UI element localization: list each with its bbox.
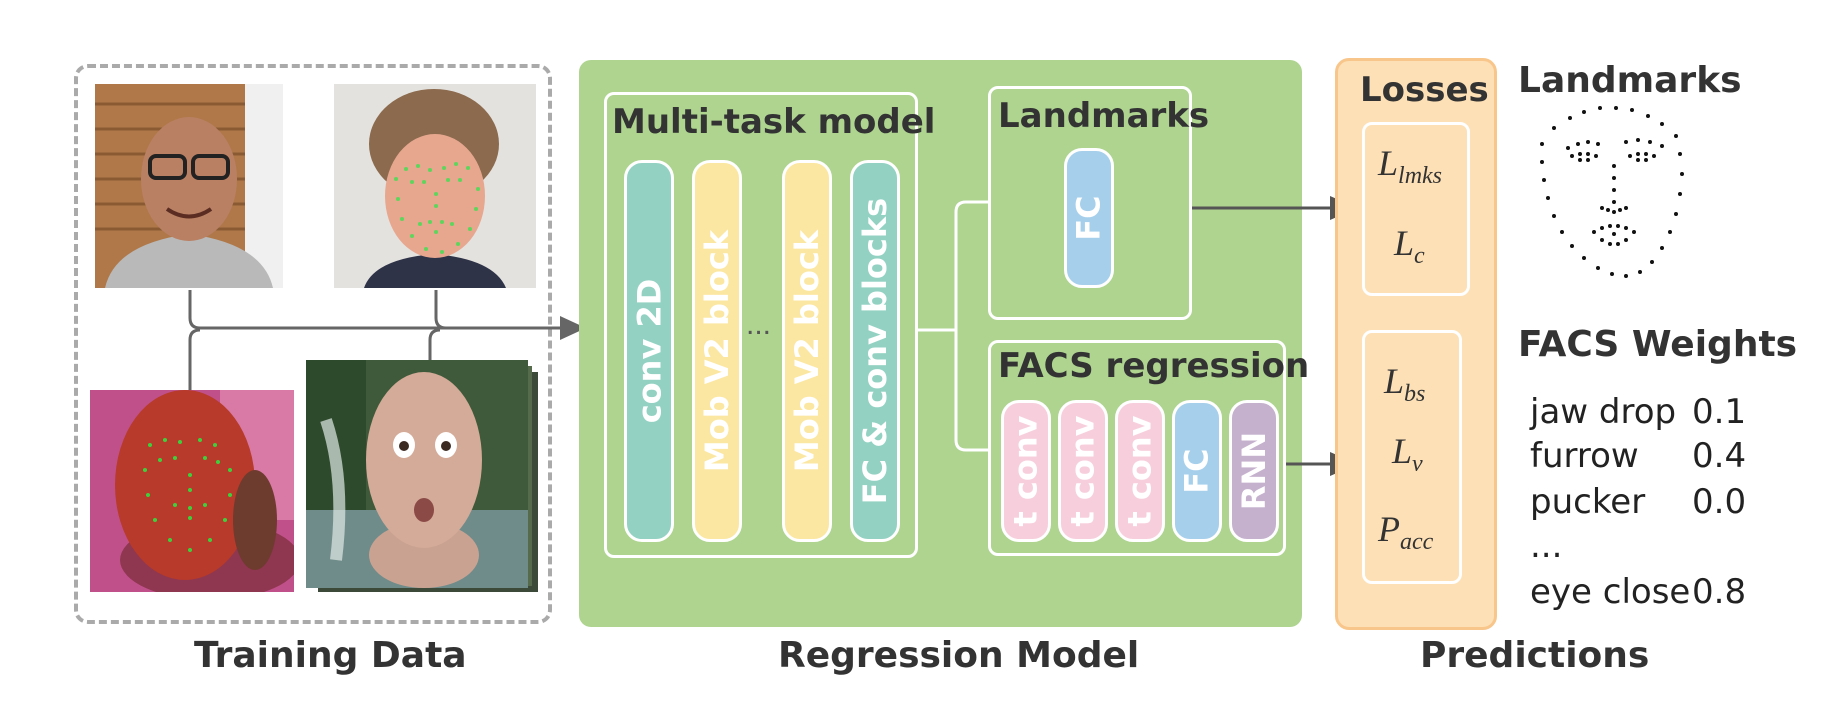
loss-lmks: Llmks xyxy=(1378,143,1443,190)
predicted-landmarks-icon xyxy=(1540,106,1684,278)
facs-rnn-block: RNN xyxy=(1229,400,1279,542)
facs-weight-row: eye close xyxy=(1530,572,1691,612)
training-photo-synthetic-cg xyxy=(306,360,528,588)
training-data-label: Training Data xyxy=(194,635,467,676)
facs-weight-value: 0.8 xyxy=(1692,572,1747,612)
facs-weight-row: ... xyxy=(1530,526,1563,566)
multitask-model-box xyxy=(604,92,918,558)
facs-weight-row: pucker xyxy=(1530,482,1646,522)
loss-c: Lc xyxy=(1394,223,1425,270)
landmark-losses-box xyxy=(1362,122,1470,296)
facs-tconv-3: t conv xyxy=(1115,400,1165,542)
facs-weight-value: 0.1 xyxy=(1692,392,1747,432)
mobv2-block-1: Mob V2 block xyxy=(692,160,742,542)
landmarks-fc-block: FC xyxy=(1064,148,1114,288)
facs-fc-block: FC xyxy=(1172,400,1222,542)
losses-title: Losses xyxy=(1360,70,1489,110)
facs-tconv-1: t conv xyxy=(1001,400,1051,542)
training-data-frame xyxy=(74,64,552,624)
facs-losses-box xyxy=(1362,330,1462,584)
facs-tconv-2: t conv xyxy=(1058,400,1108,542)
predictions-facs-title: FACS Weights xyxy=(1518,324,1798,365)
facs-weight-row: furrow xyxy=(1530,436,1639,476)
training-photo-man xyxy=(95,84,283,288)
regression-model-label: Regression Model xyxy=(778,635,1140,676)
predictions-landmarks-title: Landmarks xyxy=(1518,60,1742,101)
fc-conv-blocks: FC & conv blocks xyxy=(850,160,900,542)
training-photo-synthetic-red xyxy=(90,390,294,592)
training-photo-woman xyxy=(334,84,536,288)
facs-weight-row: jaw drop xyxy=(1530,392,1677,432)
facs-weight-value: 0.4 xyxy=(1692,436,1747,476)
conv2d-block: conv 2D xyxy=(624,160,674,542)
loss-v: Lv xyxy=(1392,431,1423,478)
loss-bs: Lbs xyxy=(1384,361,1426,408)
loss-acc: Pacc xyxy=(1378,509,1434,556)
mobv2-block-2: Mob V2 block xyxy=(782,160,832,542)
multitask-model-title: Multi-task model xyxy=(612,102,936,142)
landmarks-head-box xyxy=(988,86,1192,320)
facs-regression-box xyxy=(988,340,1286,556)
predictions-label: Predictions xyxy=(1420,635,1650,676)
facs-regression-title: FACS regression xyxy=(998,346,1310,386)
landmarks-head-title: Landmarks xyxy=(998,96,1210,136)
block-ellipsis: ... xyxy=(746,308,772,341)
facs-weight-value: 0.0 xyxy=(1692,482,1747,522)
